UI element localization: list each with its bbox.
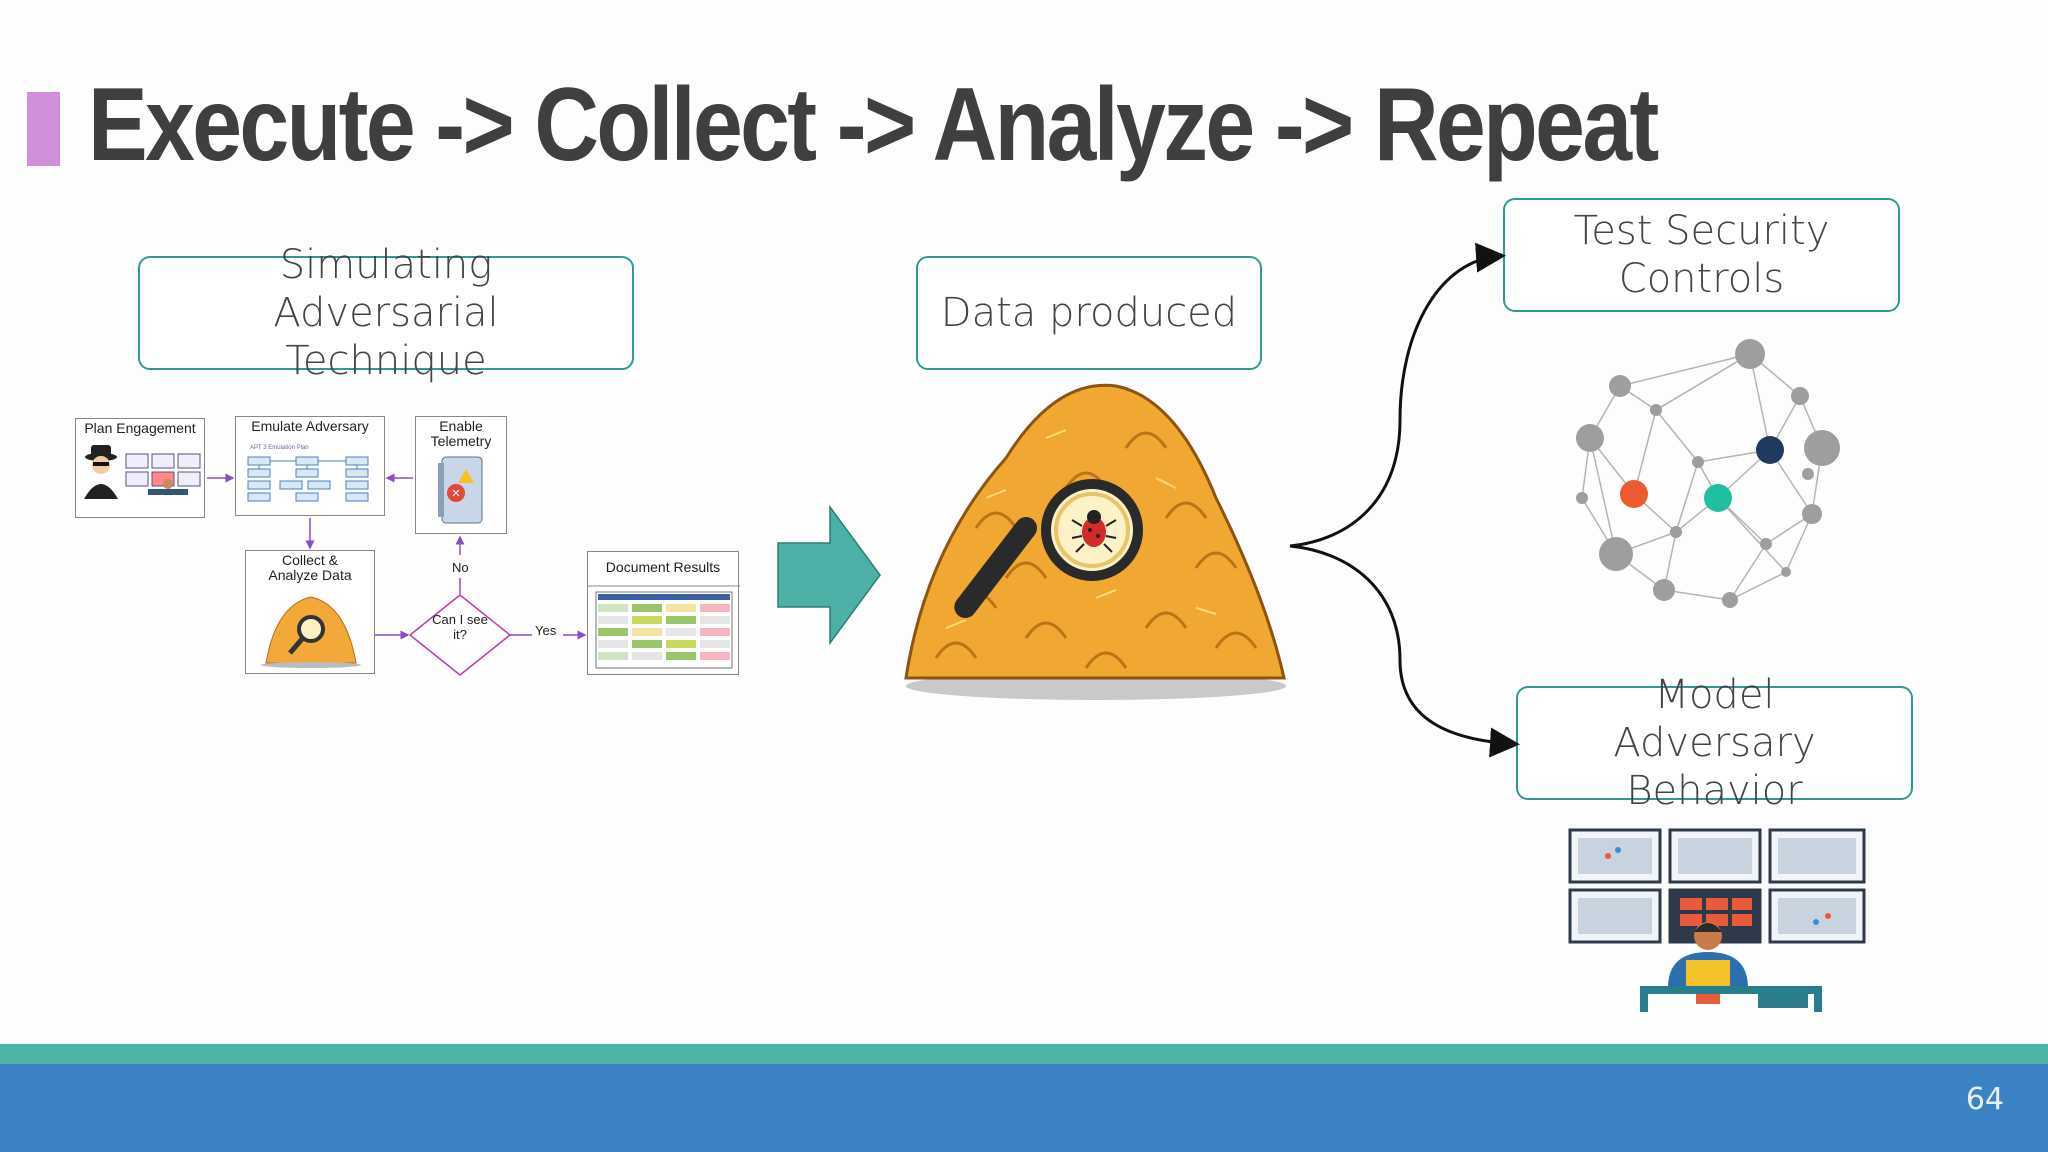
mini-haystack-icon (261, 596, 361, 668)
document-results-label: Document Results (605, 559, 721, 575)
data-produced-box: Data produced (916, 256, 1262, 370)
footer-stripe (0, 1044, 2048, 1064)
telemetry-notebook-icon: ✕ (438, 456, 483, 524)
document-results-card: Document Results (587, 551, 740, 675)
no-label: No (452, 560, 469, 575)
collect-analyze-card: Collect & Analyze Data (245, 550, 375, 674)
plan-engagement-label: Plan Engagement (84, 420, 196, 436)
haystack-magnifier-illustration (904, 383, 1286, 700)
results-spreadsheet-thumbnail (588, 585, 740, 669)
emulate-adversary-label: Emulate Adversary (251, 418, 369, 434)
emulate-adversary-card: Emulate Adversary APT 3 Emulation Plan (235, 416, 385, 516)
big-teal-arrow (777, 505, 881, 645)
analyst-monitors-illustration (1568, 828, 1866, 1012)
engagement-flow-diagram: Plan Engagement Emulate Adversary APT 3 … (70, 410, 750, 690)
plan-engagement-card: Plan Engagement (75, 418, 205, 518)
svg-text:✕: ✕ (451, 487, 460, 500)
page-number: 64 (1965, 1082, 2004, 1117)
footer-bar (0, 1064, 2048, 1152)
decision-diamond (408, 594, 512, 676)
enable-telemetry-label: Enable Telemetry (430, 418, 492, 450)
slide-title: Execute -> Collect -> Analyze -> Repeat (88, 67, 1659, 183)
model-adversary-behavior-box: Model Adversary Behavior (1516, 672, 1913, 814)
emulation-plan-thumbnail (247, 456, 369, 502)
spy-icon (84, 445, 201, 499)
enable-telemetry-card: Enable Telemetry ✕ (415, 416, 507, 534)
collect-analyze-label: Collect & Analyze Data (268, 552, 352, 584)
title-accent-bar (27, 92, 60, 166)
yes-label: Yes (535, 623, 557, 638)
branching-arrows (1289, 242, 1520, 758)
network-graph-illustration (1576, 339, 1840, 608)
emulation-plan-caption: APT 3 Emulation Plan (250, 445, 309, 451)
decision-label: Can I see it? (432, 612, 488, 642)
test-security-controls-box: Test Security Controls (1503, 198, 1900, 312)
simulating-technique-box: Simulating Adversarial Technique (138, 242, 634, 384)
